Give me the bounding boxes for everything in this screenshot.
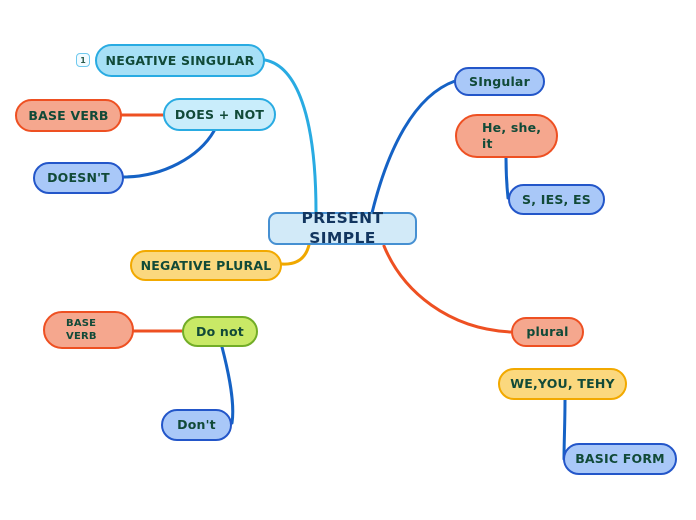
node-he-she-it[interactable]: He, she, it (455, 114, 558, 158)
node-base-verb-plural[interactable]: BASE VERB (43, 311, 134, 349)
node-do-not[interactable]: Do not (182, 316, 258, 347)
node-singular[interactable]: SIngular (454, 67, 545, 96)
node-plural[interactable]: plural (511, 317, 584, 347)
node-we-you-tehy[interactable]: WE,YOU, TEHY (498, 368, 627, 400)
connector-center-singular (370, 79, 457, 215)
node-negative-singular[interactable]: NEGATIVE SINGULAR (95, 44, 265, 77)
node-doesnt[interactable]: DOESN'T (33, 162, 124, 194)
node-does-not[interactable]: DOES + NOT (163, 98, 276, 131)
node-basic-form[interactable]: BASIC FORM (563, 443, 677, 475)
connector-center-plural (382, 244, 513, 334)
connector-he-she-it-s-ies-es (504, 156, 510, 200)
connector-center-negative-singular (263, 58, 318, 214)
node-negative-plural[interactable]: NEGATIVE PLURAL (130, 250, 282, 281)
node-base-verb-singular[interactable]: BASE VERB (15, 99, 122, 132)
connector-do-not-dont (220, 345, 235, 425)
connector-center-negative-plural (280, 243, 311, 266)
fold-count-badge[interactable]: 1 (76, 53, 90, 67)
node-present-simple[interactable]: PRESENT SIMPLE (268, 209, 417, 247)
connector-doesnt-does-not (121, 129, 216, 179)
node-s-ies-es[interactable]: S, IES, ES (508, 184, 605, 215)
node-dont[interactable]: Don't (161, 409, 232, 441)
